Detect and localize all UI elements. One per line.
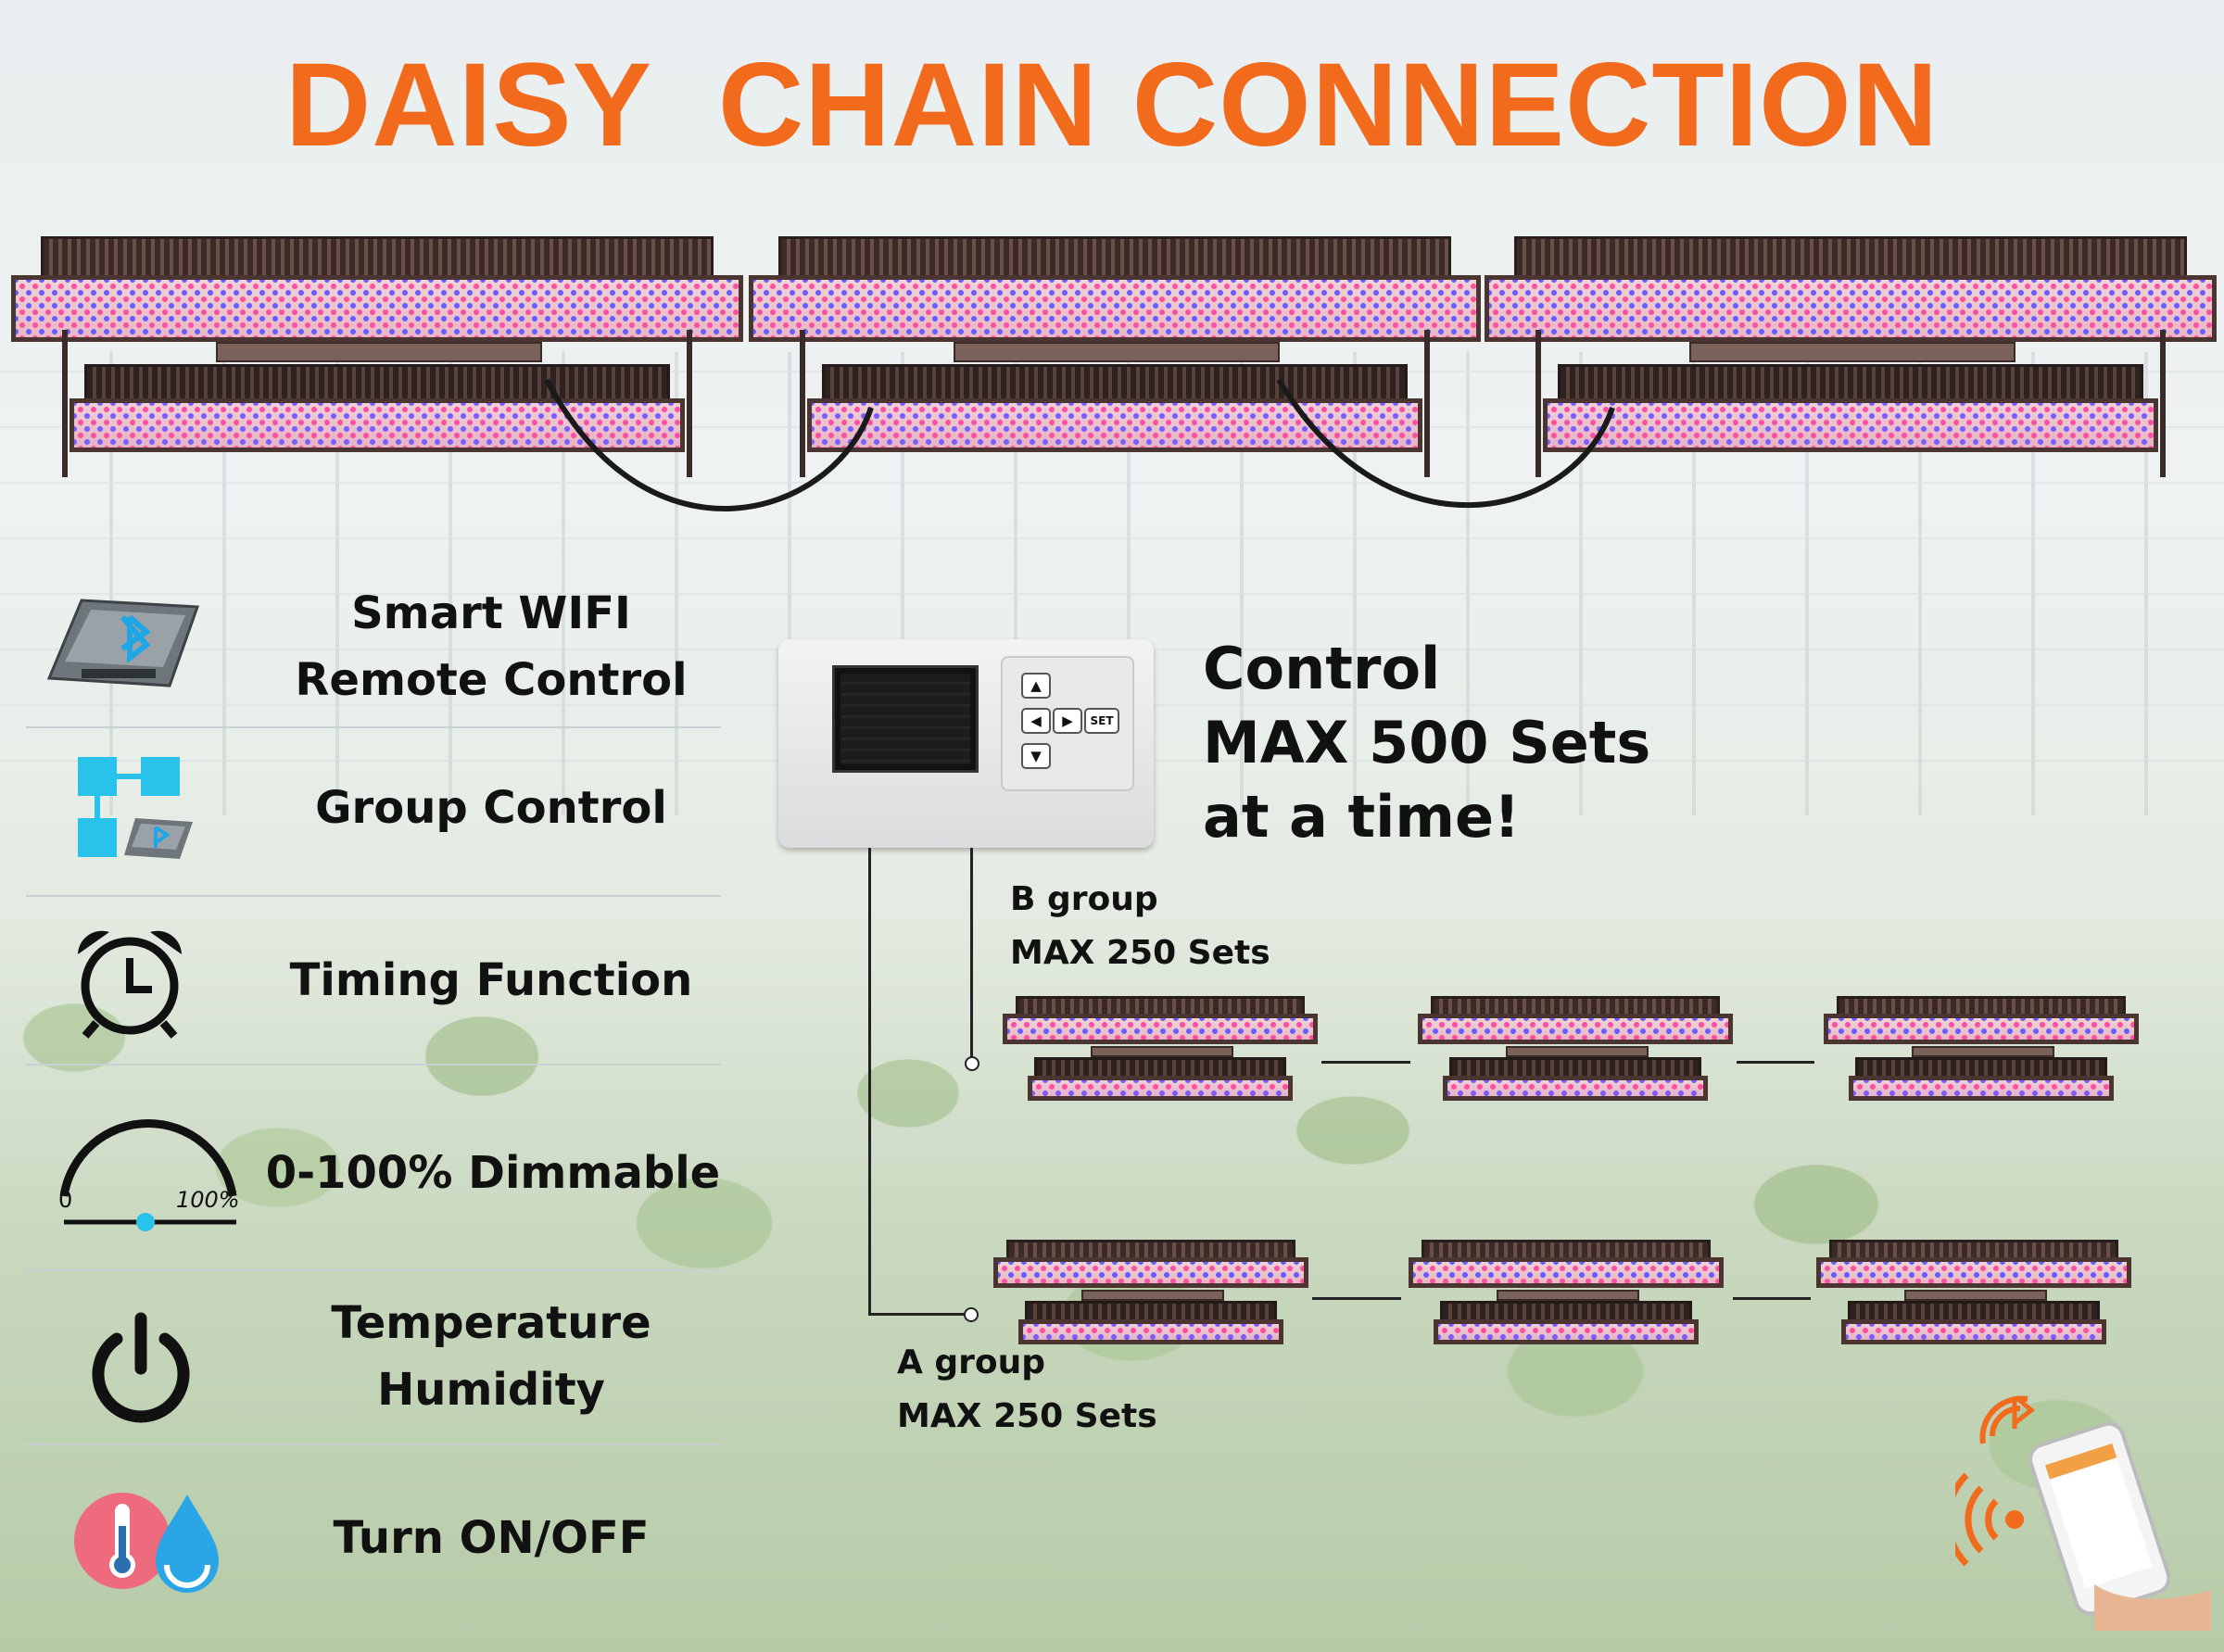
right-key[interactable]: ▶ [1053,708,1082,734]
a-group-connector [964,1307,979,1322]
gauge-min-label: 0 [58,1187,73,1213]
feature-divider [26,1064,721,1066]
a-group-wire-vertical [868,848,871,1316]
feature-label-dimmable: 0-100% Dimmable [265,1147,721,1199]
dimmer-gauge-icon: 0 100% [51,1107,250,1237]
feature-label-remote-control: Smart WIFI Remote Control [295,587,688,706]
grow-light-2 [749,236,1481,482]
b-group-light-3 [1824,996,2139,1107]
a-group-light-3 [1816,1240,2131,1351]
feature-label-group-control: Group Control [315,782,667,834]
b-group-wire-vertical [970,848,973,1061]
feature-divider [26,726,721,728]
b-group-label: B group MAX 250 Sets [1010,880,1270,972]
b-group-light-2 [1418,996,1733,1107]
down-key[interactable]: ▼ [1021,743,1051,769]
smartphone-remote-icon [1944,1371,2215,1631]
grow-light-3 [1485,236,2217,482]
feature-divider [26,1269,721,1271]
thermometer-droplet-icon [74,1487,222,1598]
controller-device: ▲ ◀ ▶ SET ▼ [778,639,1154,848]
grow-light-1 [11,236,743,482]
page-title: DAISY CHAIN CONNECTION [284,39,1940,171]
b-group-connector [965,1056,979,1071]
gauge-max-label: 100% [176,1187,240,1213]
daisy-chain-cables [544,378,1615,511]
b-group-link [1321,1061,1410,1064]
a-group-light-1 [993,1240,1308,1351]
control-capacity-text: Control MAX 500 Sets at a time! [1203,635,1651,851]
a-group-link [1312,1297,1401,1300]
feature-label-temperature-humidity: Temperature Humidity [331,1297,651,1416]
set-key[interactable]: SET [1084,708,1119,734]
b-group-link [1737,1061,1814,1064]
a-group-light-2 [1409,1240,1724,1351]
alarm-clock-icon [72,923,193,1039]
feature-divider [26,895,721,897]
controller-keypad: ▲ ◀ ▶ SET ▼ [1001,656,1134,791]
group-control-icon [76,755,196,862]
b-group-light-1 [1003,996,1318,1107]
power-icon [85,1311,196,1427]
a-group-wire-horizontal [868,1313,968,1316]
up-key[interactable]: ▲ [1021,673,1051,699]
feature-divider [26,1444,721,1445]
feature-label-turn-on-off: Turn ON/OFF [333,1512,650,1564]
bluetooth-tablet-icon [44,593,202,695]
a-group-link [1733,1297,1811,1300]
feature-label-timing-function: Timing Function [289,954,693,1006]
a-group-label: A group MAX 250 Sets [897,1343,1157,1435]
left-key[interactable]: ◀ [1021,708,1051,734]
controller-screen [832,665,979,773]
